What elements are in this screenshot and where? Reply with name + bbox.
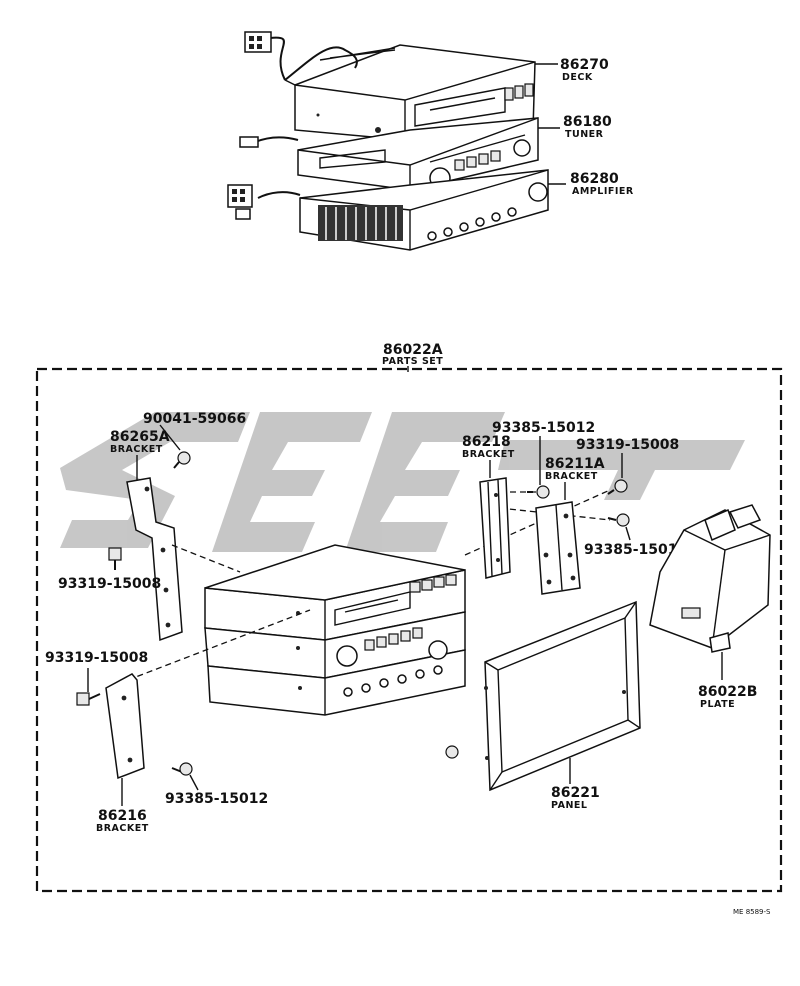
deck-name: DECK xyxy=(562,72,593,83)
panel-86221-name: PANEL xyxy=(551,800,587,811)
bracket-86216 xyxy=(105,673,145,780)
amplifier-connector xyxy=(227,184,253,220)
alignment-line-3 xyxy=(464,489,611,556)
panel-86221-number: 86221 xyxy=(551,785,600,801)
tuner-number: 86180 xyxy=(563,114,612,130)
plate-86022b xyxy=(649,504,771,653)
tuner-connector xyxy=(239,136,259,148)
bolt-93319-left-upper xyxy=(108,547,122,570)
screw-93385-bottom-number: 93385-15012 xyxy=(165,791,268,807)
bracket-86211a xyxy=(535,501,581,595)
bracket-86211a-number: 86211A xyxy=(545,456,605,472)
heatsink-fins xyxy=(318,205,403,241)
screw-93385-top-number: 93385-15012 xyxy=(492,420,595,436)
parts-set-boundary xyxy=(35,367,783,893)
screw-90041-number: 90041-59066 xyxy=(143,411,246,427)
screw-93385-bottom xyxy=(171,762,199,791)
bolt-93319-right xyxy=(607,479,628,495)
bolt-93319-left-lower-number: 93319-15008 xyxy=(45,650,148,666)
bolt-93319-left-lower xyxy=(76,668,101,706)
plate-86022b-number: 86022B xyxy=(698,684,757,700)
panel-86221 xyxy=(484,600,641,792)
screw-93385-top xyxy=(527,485,550,499)
screw-90041 xyxy=(159,424,191,469)
panel-nut xyxy=(445,745,459,759)
bolt-93319-right-number: 93319-15008 xyxy=(576,437,679,453)
bracket-86211a-name: BRACKET xyxy=(545,471,598,482)
amplifier-unit xyxy=(257,169,549,251)
plate-86022b-name: PLATE xyxy=(700,699,735,710)
bracket-86218 xyxy=(479,477,511,579)
bolt-93319-left-upper-number: 93319-15008 xyxy=(58,576,161,592)
amplifier-number: 86280 xyxy=(570,171,619,187)
tuner-unit xyxy=(254,117,539,191)
main-audio-unit xyxy=(204,544,466,716)
alignment-line-2 xyxy=(127,609,311,681)
amplifier-name: AMPLIFIER xyxy=(572,186,634,197)
screw-93385-right xyxy=(607,513,631,541)
drawing-code: ME 8589-S xyxy=(733,908,771,916)
deck-number: 86270 xyxy=(560,57,609,73)
bracket-86265a-number: 86265A xyxy=(110,429,170,445)
parts-set-number: 86022A xyxy=(383,342,443,358)
bracket-86218-name: BRACKET xyxy=(462,449,515,460)
bracket-86265a-name: BRACKET xyxy=(110,444,163,455)
bracket-86218-number: 86218 xyxy=(462,434,511,450)
tuner-name: TUNER xyxy=(565,129,604,140)
deck-connector xyxy=(244,31,272,53)
alignment-line-1 xyxy=(171,544,241,573)
bracket-86216-name: BRACKET xyxy=(96,823,149,834)
parts-set-name: PARTS SET xyxy=(382,356,443,367)
bracket-86216-number: 86216 xyxy=(98,808,147,824)
amplifier-knobs xyxy=(427,207,517,241)
screw-93385-right-number: 93385-15012 xyxy=(584,542,687,558)
bracket-86265a xyxy=(126,477,183,642)
